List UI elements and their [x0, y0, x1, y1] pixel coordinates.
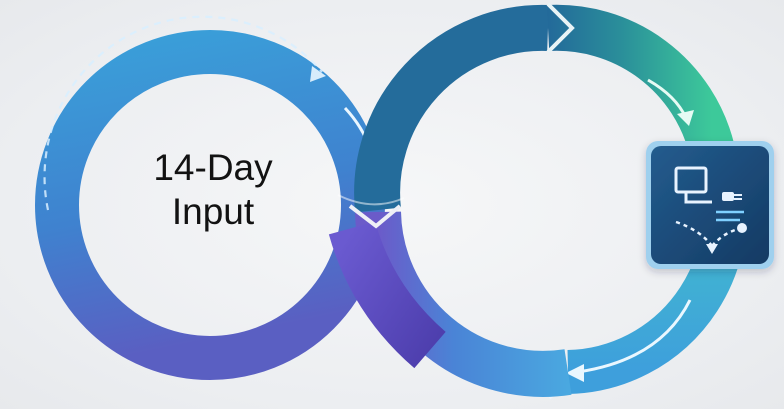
- center-label-line2: Input: [171, 191, 255, 232]
- center-label-line1: 14-Day: [153, 147, 273, 188]
- center-label: 14-Day Input: [118, 146, 308, 234]
- crossing-strand: [328, 194, 446, 369]
- workflow-split-icon: [646, 141, 774, 269]
